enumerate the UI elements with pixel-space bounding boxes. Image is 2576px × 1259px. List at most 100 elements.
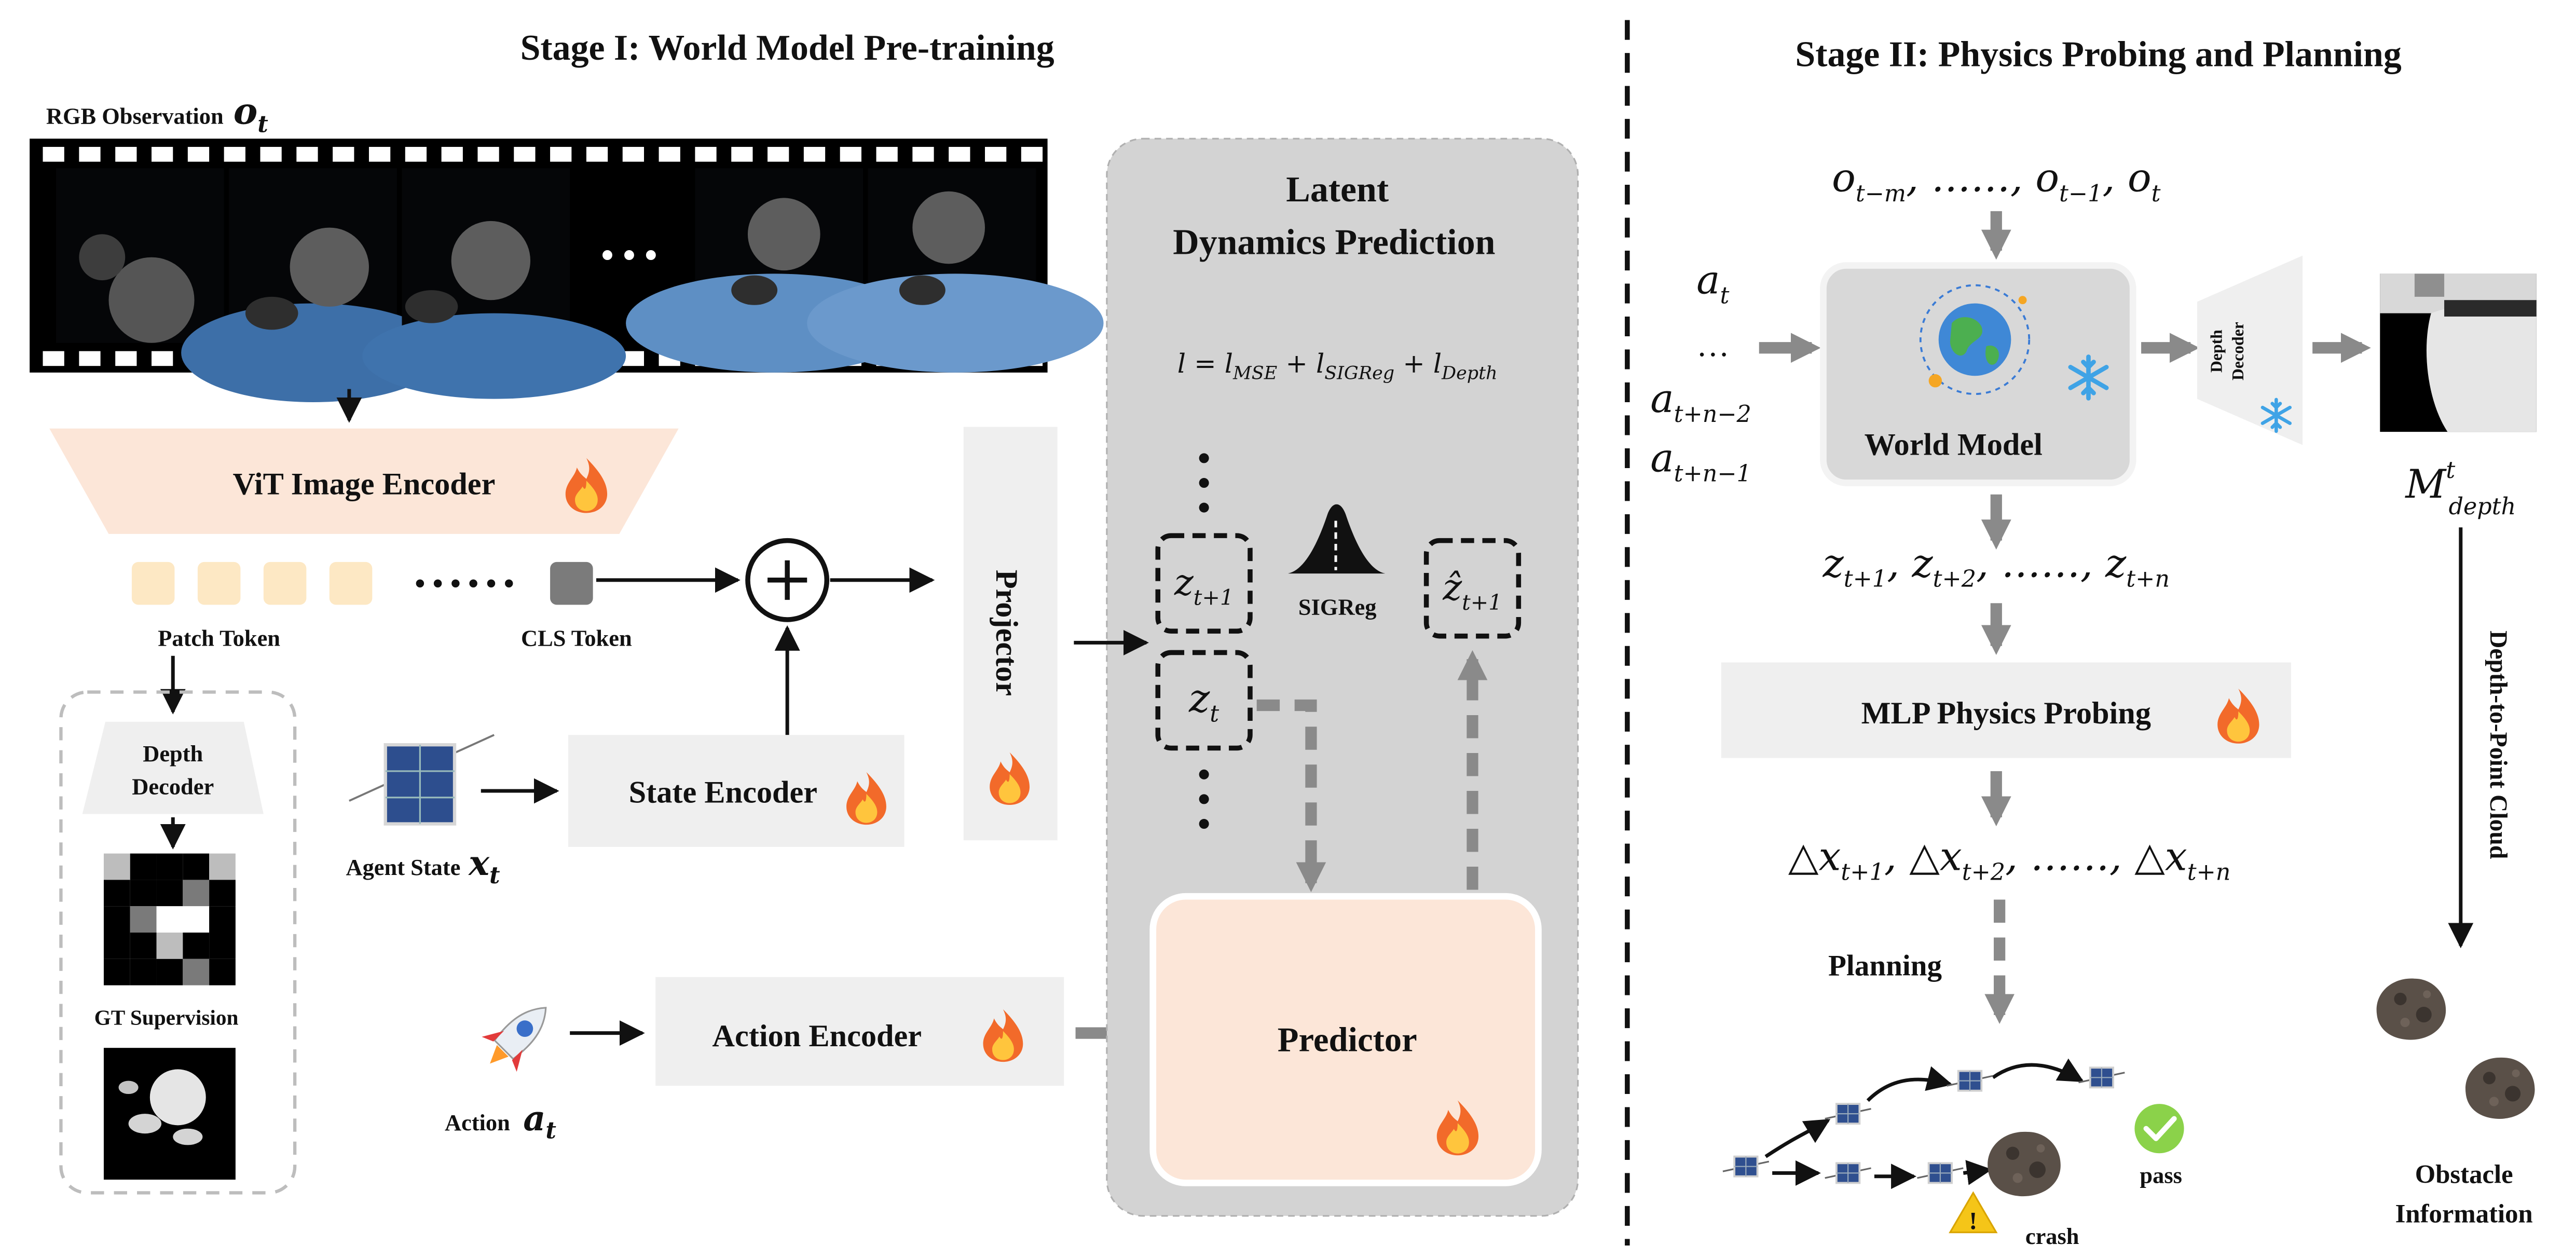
film-hole — [224, 147, 245, 162]
depth-grid-cell — [209, 933, 236, 959]
action-item-1: … — [1696, 326, 1729, 363]
pass-label: pass — [2140, 1162, 2182, 1188]
vit-encoder-label: ViT Image Encoder — [233, 467, 496, 502]
film-hole — [152, 147, 173, 162]
mlp-physics-probing — [1721, 662, 2291, 758]
film-hole — [477, 147, 499, 162]
depth-grid-cell — [103, 906, 130, 933]
depth-grid-cell — [209, 959, 236, 986]
film-hole — [876, 147, 898, 162]
film-hole — [985, 147, 1007, 162]
depth-grid-cell — [103, 959, 130, 986]
gt-supervision-label: GT Supervision — [94, 1006, 239, 1030]
observations-sequence: ot−m, ……, ot−1, ot — [1832, 155, 2161, 207]
depth-grid-image — [103, 853, 236, 986]
plus-circle-icon — [745, 538, 830, 622]
film-hole — [586, 147, 608, 162]
film-hole — [115, 351, 137, 366]
depth-grid-cell — [156, 880, 183, 907]
token-dots: • • • • • • — [415, 567, 514, 600]
depth-grid-cell — [156, 906, 183, 933]
depth-supervision-group — [59, 690, 297, 1195]
asteroid-icon — [1988, 1131, 2061, 1197]
film-frame-5 — [807, 168, 1104, 373]
depth-grid-cell — [103, 880, 130, 907]
film-hole — [152, 351, 173, 366]
depth-decoder-stage1 — [82, 721, 264, 814]
depth-grid-cell — [103, 933, 130, 959]
film-hole — [43, 351, 64, 366]
depth-map-image — [2380, 273, 2537, 432]
depth-grid-cell — [130, 906, 157, 933]
depth-grid-cell — [209, 853, 236, 880]
z-hat-next-box — [1423, 538, 1522, 639]
film-hole — [768, 147, 789, 162]
satellite-icon — [2077, 1066, 2126, 1089]
film-hole — [731, 147, 753, 162]
warning-icon: ! — [1949, 1191, 1998, 1235]
film-hole — [659, 147, 680, 162]
asteroid-icon — [2376, 978, 2446, 1040]
svg-text:!: ! — [1969, 1208, 1977, 1235]
film-hole — [79, 351, 101, 366]
satellite-icon — [1945, 1070, 1994, 1092]
satellite-icon — [1824, 1162, 1872, 1184]
loss-formula: l = lMSE + lSIGReg + lDepth — [1177, 348, 1498, 384]
patch-tokens — [131, 562, 373, 605]
depth-to-point-label: Depth-to-Point Cloud — [2485, 631, 2512, 859]
state-encoder-label: State Encoder — [629, 775, 817, 810]
predictor — [1149, 893, 1542, 1186]
mlp-probing-label: MLP Physics Probing — [1861, 696, 2151, 731]
film-hole — [949, 147, 970, 162]
predictor-label: Predictor — [1278, 1021, 1417, 1059]
delta-sequence: △xt+1, △xt+2, ……, △xt+n — [1788, 833, 2231, 885]
projector-label: Projector — [989, 570, 1024, 696]
stage1-title: Stage I: World Model Pre-training — [520, 28, 1054, 68]
film-hole — [550, 147, 572, 162]
rocket-icon — [482, 1007, 547, 1072]
planning-label: Planning — [1828, 950, 1942, 982]
arrow-zt-to-predictor — [1256, 699, 1326, 893]
cls-token — [550, 562, 593, 605]
earth-icon — [1919, 284, 2031, 395]
action-item-2: at+n−2 — [1650, 375, 1751, 428]
satellite-icon — [349, 734, 495, 826]
film-hole — [368, 147, 391, 162]
z-t-box — [1155, 650, 1253, 751]
state-encoder — [568, 735, 905, 847]
film-strip: • • • — [30, 139, 1104, 402]
depth-grid-cell — [130, 959, 157, 986]
film-hole — [514, 147, 536, 162]
depth-grid-cell — [130, 853, 157, 880]
depth-grid-cell — [156, 959, 183, 986]
satellite-icon — [1722, 1155, 1770, 1178]
film-hole — [912, 147, 934, 162]
film-hole — [43, 147, 64, 162]
satellite-icon — [1916, 1162, 1965, 1184]
film-ellipsis: • • • — [601, 236, 657, 276]
vit-image-encoder — [49, 428, 679, 534]
crash-label: crash — [2025, 1223, 2079, 1249]
film-hole — [803, 147, 826, 162]
film-hole — [695, 147, 717, 162]
film-hole — [622, 147, 644, 162]
film-frame-4 — [626, 168, 923, 373]
depth-grid-cell — [103, 853, 130, 880]
depth-grid-cell — [183, 959, 210, 986]
satellite-icon — [1824, 1103, 1872, 1125]
film-hole — [1021, 147, 1043, 162]
depth-grid-cell — [183, 853, 210, 880]
film-frame-3 — [362, 168, 626, 399]
latent-title-2: Dynamics Prediction — [1173, 222, 1495, 262]
depth-grid-cell — [183, 880, 210, 907]
film-hole — [187, 147, 210, 162]
depth-grid-cell — [156, 853, 183, 880]
depth-grid-cell — [183, 906, 210, 933]
